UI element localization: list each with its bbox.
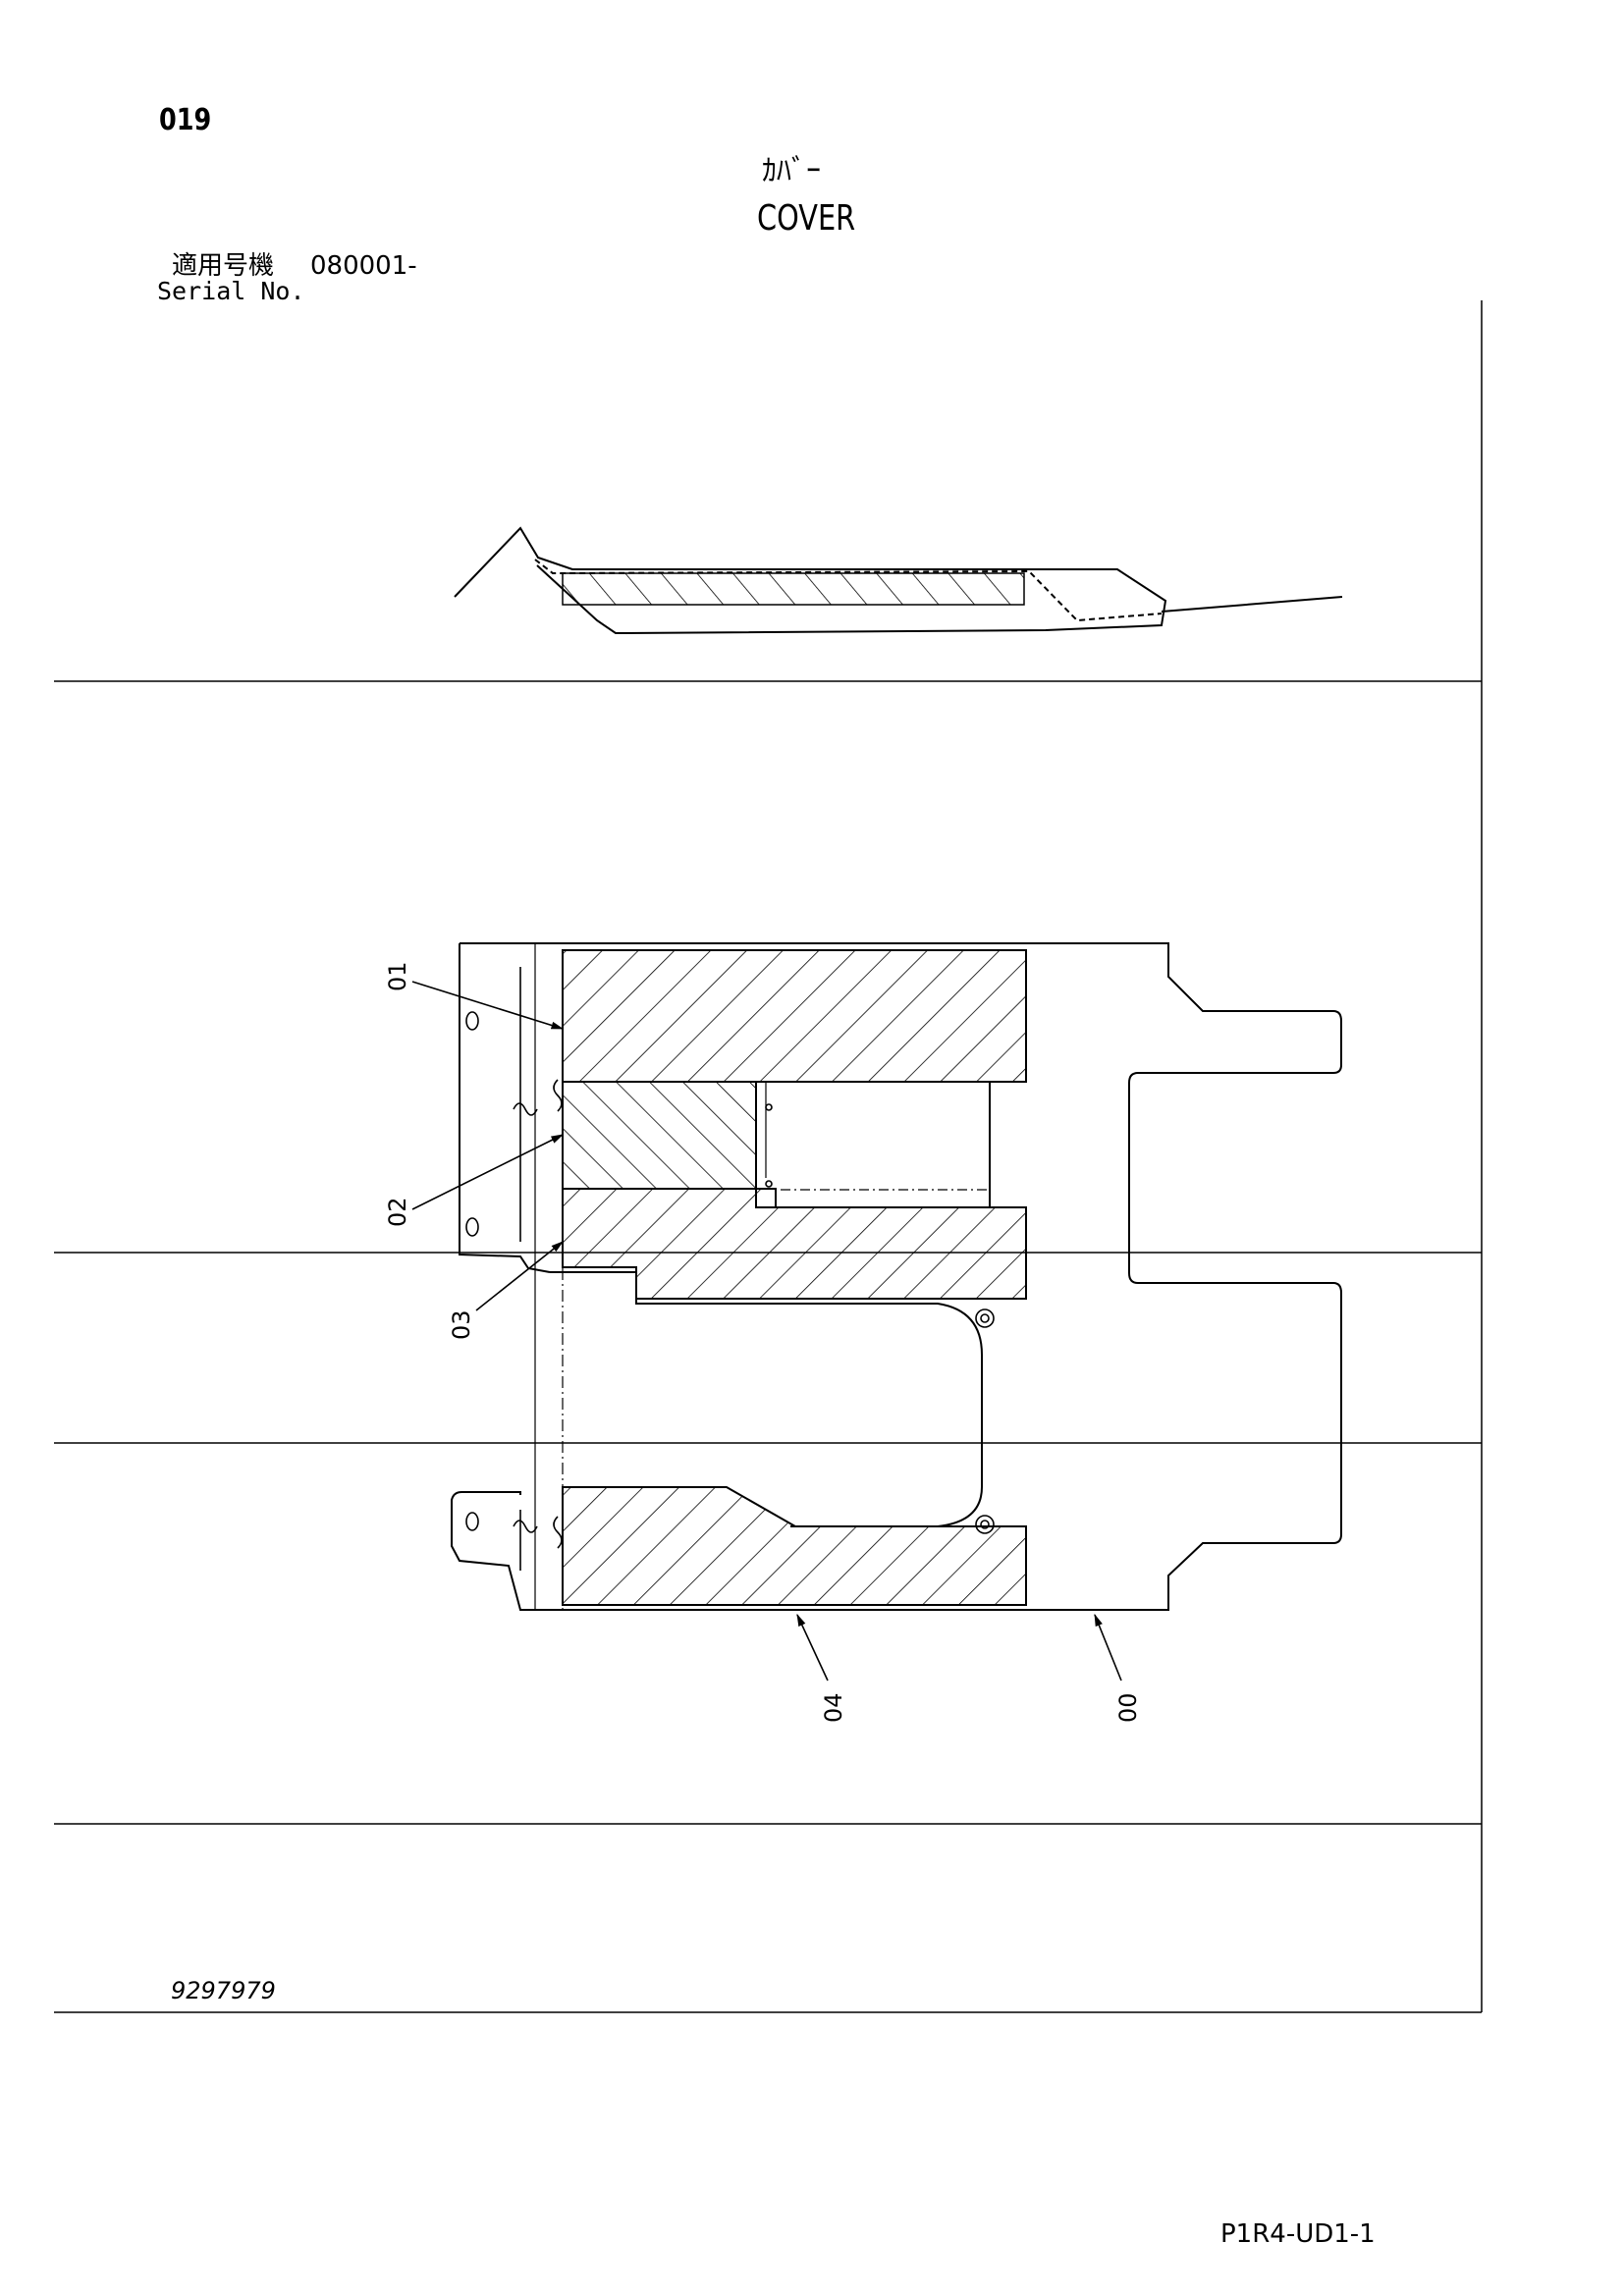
serial-label-japanese: 適用号機 (172, 251, 275, 281)
part-04 (562, 1486, 1027, 1606)
serial-label-english: Serial No. (157, 277, 305, 305)
cover-plate-outline (451, 942, 1342, 1611)
part-02 (562, 1081, 757, 1190)
drawing-number: 9297979 (171, 1977, 276, 2004)
side-view (454, 526, 1343, 635)
page-number: 019 (159, 103, 212, 137)
part-01 (562, 949, 1027, 1083)
callout-02: 02 (384, 1197, 411, 1227)
liner-parts (562, 949, 1027, 1606)
callout-04: 04 (820, 1692, 847, 1723)
serial-number-range: 080001- (310, 251, 417, 281)
callout-00: 00 (1114, 1692, 1142, 1723)
part-03 (562, 1188, 1027, 1300)
frame-lines (54, 300, 1483, 2013)
break-marks (513, 967, 563, 1571)
fastener-holes (465, 1011, 995, 1534)
callout-03: 03 (448, 1309, 475, 1340)
leader-lines (411, 981, 1122, 1682)
title-japanese: ｶﾊﾞｰ (762, 154, 821, 188)
title-english: COVER (757, 198, 856, 239)
footer-page-code: P1R4-UD1-1 (1220, 2219, 1376, 2249)
callout-01: 01 (384, 961, 411, 991)
